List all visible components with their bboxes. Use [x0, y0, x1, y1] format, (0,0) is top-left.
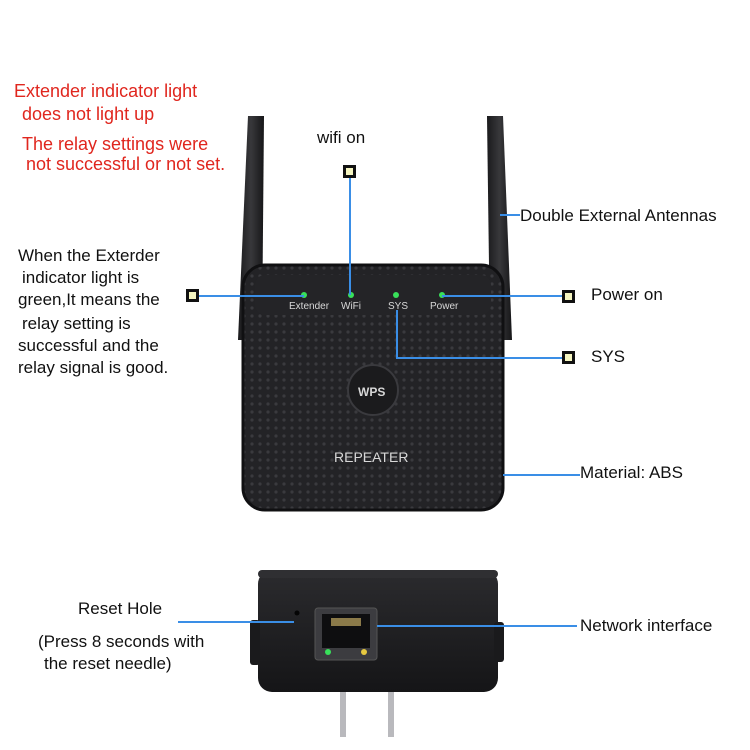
reset-desc-line2: the reset needle): [44, 654, 172, 673]
wps-label: WPS: [358, 385, 386, 399]
sys-label: SYS: [591, 347, 626, 366]
led-label-sys: SYS: [388, 301, 409, 312]
reset-hole: [294, 610, 300, 616]
sys-leader-vertical: [396, 310, 398, 358]
reset-desc-line1: (Press 8 seconds with: [38, 632, 205, 651]
green-desc-line5: successful and the: [18, 336, 159, 355]
network-interface-label: Network interface: [580, 616, 713, 635]
green-desc-line4: relay setting is: [22, 314, 131, 333]
wps-button: [347, 364, 399, 416]
led-label-wifi: WiFi: [341, 301, 361, 312]
double-antennas-label: Double External Antennas: [520, 206, 717, 225]
wifi-leader-line: [349, 178, 351, 295]
led-label-extender: Extender: [289, 301, 330, 312]
wifi-on-label: wifi on: [317, 128, 366, 147]
brand-label: REPEATER: [334, 449, 409, 465]
extender-off-title-line2: does not light up: [22, 104, 155, 124]
sys-leader-horizontal: [396, 357, 562, 359]
power-marker: [562, 290, 575, 303]
network-leader-line: [377, 625, 577, 627]
material-leader-line: [503, 474, 580, 476]
extender-marker: [186, 289, 199, 302]
reset-leader-line: [178, 621, 294, 623]
extender-off-title-line1: Extender indicator light: [14, 81, 198, 101]
sys-marker: [562, 351, 575, 364]
green-desc-line3: green,It means the: [18, 290, 160, 309]
green-desc-line6: relay signal is good.: [18, 358, 169, 377]
green-desc-line1: When the Exterder: [18, 246, 160, 265]
repeater-side-body: [258, 570, 498, 692]
extender-off-desc-line1: The relay settings were: [22, 134, 209, 154]
power-leader-line: [442, 295, 562, 297]
reset-hole-label: Reset Hole: [78, 599, 163, 618]
green-desc-line2: indicator light is: [22, 268, 140, 287]
wifi-marker: [343, 165, 356, 178]
material-label: Material: ABS: [580, 463, 683, 482]
led-label-power: Power: [430, 301, 459, 312]
sys-led: [393, 292, 399, 298]
power-on-label: Power on: [591, 285, 663, 304]
antenna-leader-line: [500, 214, 520, 216]
extender-leader-line: [199, 295, 304, 297]
extender-off-desc-line2: not successful or not set.: [26, 154, 226, 174]
